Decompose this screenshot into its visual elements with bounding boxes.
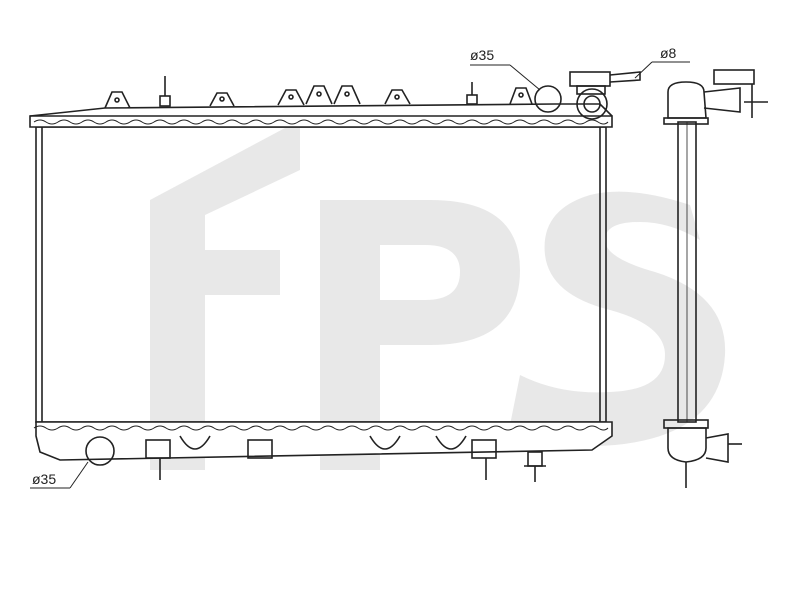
watermark-letter-s [510,191,726,446]
watermark-logo [150,120,726,470]
radiator-side-view [663,69,768,488]
top-tank [29,115,613,128]
top-inlet-pipe [534,85,562,113]
radiator-front-view [29,71,641,482]
cap-pipe-diameter-label: ø8 [660,45,677,61]
leader-top-inlet [509,64,541,91]
drain-plug [524,451,546,482]
side-bottom-tank [667,427,707,463]
bottom-outlet-pipe [85,436,115,466]
watermark-letter-f [150,120,300,470]
watermark-letter-p [320,200,520,470]
bottom-tank [35,421,613,461]
bottom-outlet-diameter-label: ø35 [32,471,56,487]
bottom-arcs [179,435,467,450]
bottom-tank-seam [33,425,609,431]
top-pins [159,76,478,107]
leader-bottom-outlet [69,461,89,489]
filler-cap [569,71,641,120]
bottom-brackets [145,439,497,480]
side-bottom-outlet [705,433,729,463]
dimension-annotations [30,61,690,489]
side-cap [703,69,768,118]
top-tank-seam [33,119,609,125]
top-inlet-diameter-label: ø35 [470,47,494,63]
side-top-tank [667,81,707,119]
top-mounting-lugs [104,85,533,109]
leader-cap-pipe [634,61,653,79]
